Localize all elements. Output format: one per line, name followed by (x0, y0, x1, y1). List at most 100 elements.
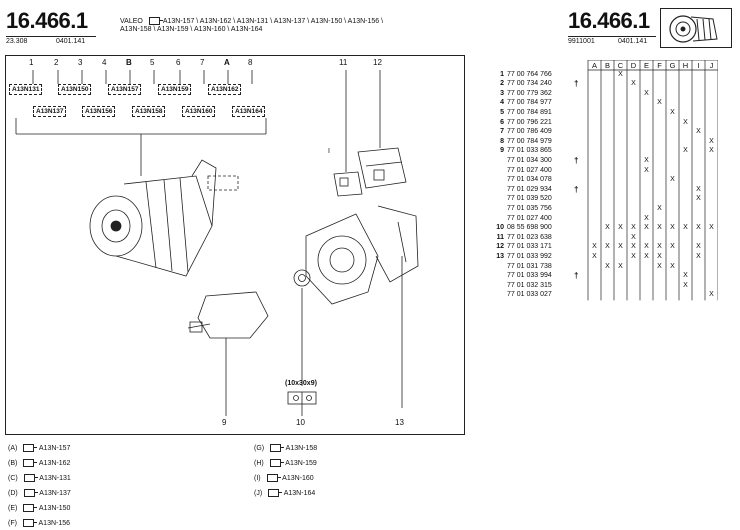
alternator-symbol-icon (270, 444, 285, 453)
legend-key: (E) (8, 505, 18, 512)
models-line-2: A13N-158 \ A13N-159 \ A13N-160 \ A13N-16… (120, 25, 263, 33)
legend-key: (D) (8, 490, 18, 497)
applicability-mark-i: X (696, 243, 701, 251)
alternator-thumbnail-icon (669, 15, 718, 43)
row-item-number: 4 (500, 99, 504, 107)
legend-model: A13N-159 (283, 460, 317, 467)
applicability-mark-f: X (657, 204, 662, 212)
row-part-reference: 77 01 027 400 (507, 214, 552, 222)
applicability-mark-c: X (618, 262, 623, 270)
legend-model: A13N-137 (37, 490, 71, 497)
row-item-number: 8 (500, 137, 504, 145)
applicability-mark-e: X (644, 224, 649, 232)
row-part-reference: 77 01 033 992 (507, 252, 552, 260)
applicability-mark-i: X (696, 224, 701, 232)
alternator-symbol-icon (23, 459, 38, 468)
row-item-number: 5 (500, 108, 504, 116)
row-dagger-mark: † (574, 155, 579, 165)
applicability-mark-h: X (683, 147, 688, 155)
alternator-symbol-icon (269, 459, 284, 468)
applicability-mark-i: X (696, 252, 701, 260)
row-item-number: 6 (500, 118, 504, 126)
legend-key: (H) (254, 460, 264, 467)
model-box-a13n159: A13N159 (158, 84, 192, 95)
alternator-symbol-icon (23, 504, 38, 513)
row-part-reference: 77 01 033 171 (507, 243, 552, 251)
row-part-reference: 77 01 033 027 (507, 291, 552, 299)
row-part-reference: 08 55 698 900 (507, 224, 552, 232)
maker-label: VALEO (120, 17, 143, 25)
applicability-mark-j: X (709, 137, 714, 145)
row-part-reference: 77 01 032 315 (507, 281, 552, 289)
legend-item: (B) A13N-162 (8, 459, 70, 469)
callout-a: A (224, 58, 230, 67)
left-code: 23.308 (6, 38, 28, 45)
applicability-mark-b: X (605, 243, 610, 251)
model-box-a13n164: A13N164 (232, 106, 266, 117)
legend-item: (A) A13N-157 (8, 444, 70, 454)
row-part-reference: 77 00 786 409 (507, 128, 552, 136)
row-item-number: 7 (500, 128, 504, 136)
legend-item: (J) A13N-164 (254, 489, 315, 499)
applicability-mark-j: X (709, 291, 714, 299)
callout-7: 7 (200, 58, 205, 67)
applicability-mark-f: X (657, 99, 662, 107)
right-date: 0401.141 (618, 38, 648, 45)
alternator-symbol-icon (268, 489, 283, 498)
applicability-mark-d: X (631, 252, 636, 260)
callout-12: 12 (373, 58, 382, 67)
applicability-mark-e: X (644, 89, 649, 97)
row-part-reference: 77 00 764 766 (507, 70, 552, 78)
row-part-reference: 77 00 784 891 (507, 108, 552, 116)
applicability-mark-g: X (670, 108, 675, 116)
alternator-symbol-icon (23, 474, 38, 483)
applicability-mark-e: X (644, 156, 649, 164)
column-header-e: E (643, 61, 649, 70)
applicability-mark-b: X (605, 224, 610, 232)
legend-item: (C) A13N-131 (8, 474, 71, 484)
applicability-mark-b: X (605, 262, 610, 270)
applicability-mark-f: X (657, 243, 662, 251)
title-underline (6, 36, 96, 37)
column-header-h: H (682, 61, 689, 70)
model-box-a13n162: A13N162 (208, 84, 242, 95)
callout-6: 6 (176, 58, 181, 67)
row-part-reference: 77 01 029 934 (507, 185, 552, 193)
row-item-number: 13 (496, 252, 504, 260)
column-header-a: A (591, 61, 597, 70)
row-part-reference: 77 01 027 400 (507, 166, 552, 174)
legend-key: (J) (254, 490, 263, 497)
callout-8: 8 (248, 58, 253, 67)
legend-model: A13N-164 (282, 490, 316, 497)
row-dagger-mark: † (574, 184, 579, 194)
row-part-reference: 77 00 796 221 (507, 118, 552, 126)
legend-key: (I) (254, 475, 261, 482)
legend-model: A13N-158 (284, 445, 318, 452)
applicability-mark-e: X (644, 166, 649, 174)
page-title-right: 16.466.1 (568, 8, 650, 33)
legend-model: A13N-150 (37, 505, 71, 512)
legend-key: (A) (8, 445, 18, 452)
model-box-a13n160: A13N160 (182, 106, 216, 117)
row-item-number: 10 (496, 224, 504, 232)
legend-item: (I) A13N-160 (254, 474, 314, 484)
callout-11: 11 (339, 58, 348, 67)
row-item-number: 1 (500, 70, 504, 78)
row-item-number: 12 (496, 243, 504, 251)
applicability-mark-e: X (644, 243, 649, 251)
applicability-mark-h: X (683, 281, 688, 289)
applicability-mark-d: X (631, 80, 636, 88)
legend-key: (B) (8, 460, 18, 467)
applicability-mark-c: X (618, 243, 623, 251)
applicability-mark-g: X (670, 262, 675, 270)
column-header-f: F (657, 61, 662, 70)
applicability-mark-d: X (631, 243, 636, 251)
applicability-mark-a: X (592, 252, 597, 260)
legend-model: A13N-156 (36, 520, 71, 527)
row-part-reference: 77 00 784 977 (507, 99, 552, 107)
exploded-diagram: 1 2 3 4 B 5 6 7 A 8 11 12 A13N131 A13N15… (5, 55, 465, 435)
callout-b: B (126, 58, 132, 67)
applicability-mark-i: X (696, 128, 701, 136)
